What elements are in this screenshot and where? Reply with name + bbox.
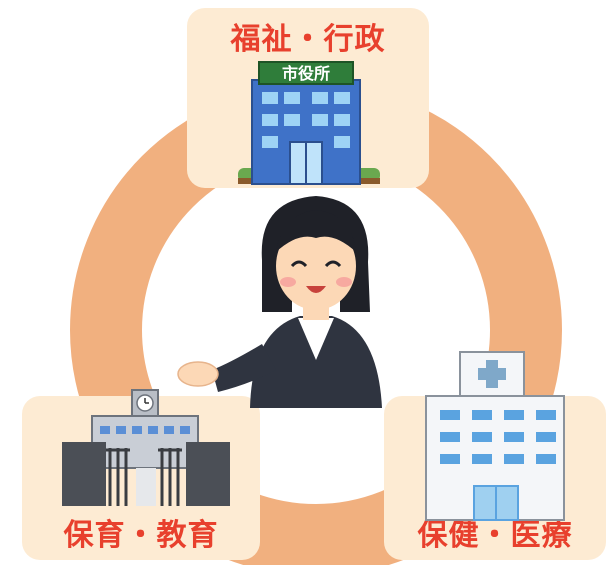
card-health-medical: 保健・医療 <box>384 396 606 560</box>
card-welfare-administration: 福祉・行政 <box>187 8 429 188</box>
label-childcare-education: 保育・教育 <box>63 518 219 553</box>
card-childcare-education: 保育・教育 <box>22 396 260 560</box>
label-health-medical: 保健・医療 <box>417 518 573 553</box>
label-welfare-administration: 福祉・行政 <box>230 22 386 57</box>
